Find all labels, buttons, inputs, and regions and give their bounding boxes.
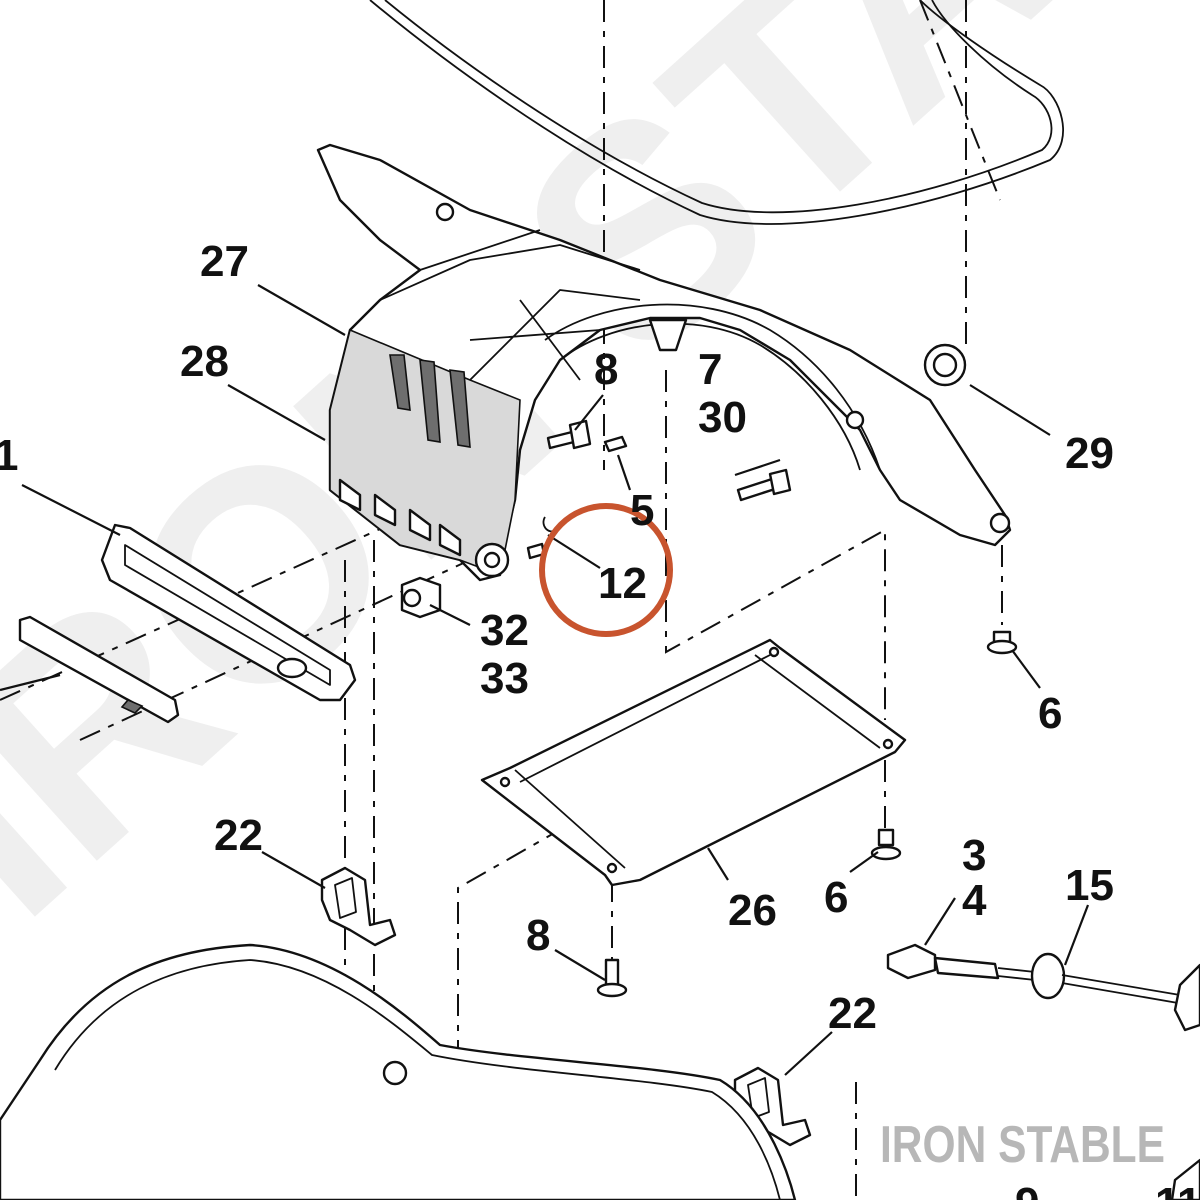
callout-22-left: 22: [214, 811, 263, 860]
lid: [0, 943, 1200, 1200]
callout-15: 15: [1065, 861, 1114, 910]
fasteners: [400, 343, 1018, 998]
plate: [480, 638, 907, 887]
callout-22-right: 22: [828, 989, 877, 1038]
trim-strip: [18, 523, 357, 724]
callout-33: 33: [480, 654, 529, 703]
callout-8-upper: 8: [594, 345, 618, 394]
cable: [886, 943, 1200, 1032]
callout-12: 12: [598, 559, 647, 608]
brand-watermark: IRON STABLE: [880, 1116, 1165, 1174]
lid-seal: [369, 0, 1064, 225]
callout-11: 11: [1155, 1179, 1200, 1200]
callout-32: 32: [480, 606, 529, 655]
callout-30: 30: [698, 393, 747, 442]
leader-lines: [0, 284, 1090, 1076]
callout-6-right: 6: [1038, 689, 1062, 738]
callout-6-center: 6: [824, 873, 848, 922]
callout-29: 29: [1065, 429, 1114, 478]
main-frame: [316, 143, 1012, 582]
callout-28: 28: [180, 337, 229, 386]
callout-27: 27: [200, 237, 249, 286]
callout-4: 4: [962, 876, 987, 925]
callout-labels: 27 28 1 8 7 30 29 5 12 32 33 6 22 26 6 3…: [0, 237, 1200, 1200]
callout-9: 9: [1015, 1179, 1039, 1200]
callout-7: 7: [698, 345, 722, 394]
callout-3: 3: [962, 831, 986, 880]
callout-26: 26: [728, 886, 777, 935]
highlight-circle: [539, 503, 673, 637]
callout-5: 5: [630, 486, 654, 535]
callout-1: 1: [0, 431, 18, 480]
callout-8-lower: 8: [526, 911, 550, 960]
